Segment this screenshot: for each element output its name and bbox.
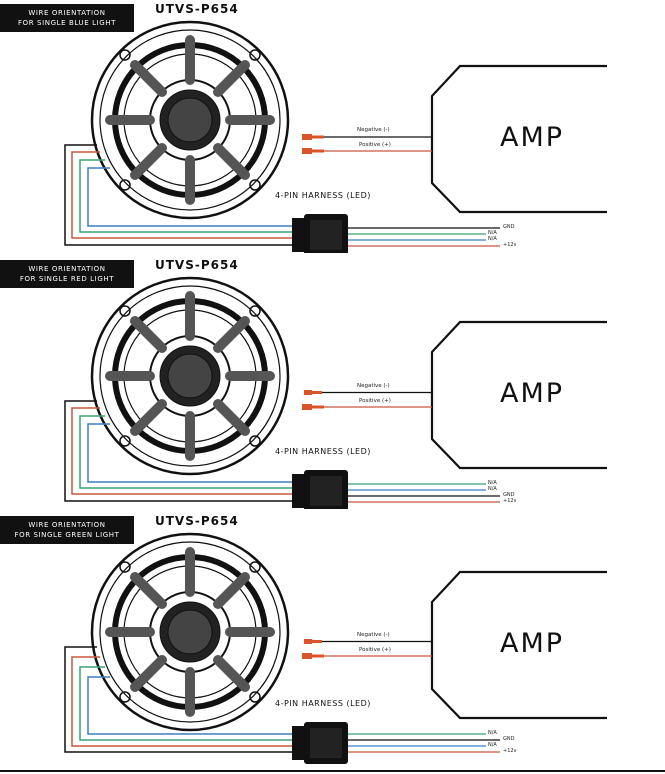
wire-orientation-badge: WIRE ORIENTATION FOR SINGLE BLUE LIGHT <box>0 4 134 32</box>
pin-label-4: +12v <box>503 242 517 248</box>
pin-label-2: N/A <box>488 486 497 492</box>
pin-label-1: N/A <box>488 480 497 486</box>
pin-label-3: N/A <box>488 236 497 242</box>
harness-wires <box>348 733 500 753</box>
speaker-terminals <box>302 639 432 659</box>
pin-label-3: N/A <box>488 742 497 748</box>
diagram-section-red: WIRE ORIENTATION FOR SINGLE RED LIGHT UT… <box>0 256 665 509</box>
wiring-diagram <box>64 532 607 764</box>
amp-label: AMP <box>500 122 565 153</box>
wire-orientation-badge: WIRE ORIENTATION FOR SINGLE GREEN LIGHT <box>0 516 134 544</box>
negative-label: Negative (-) <box>357 383 390 389</box>
harness-plug <box>292 722 348 764</box>
harness-wires <box>348 483 500 503</box>
pin-label-1: GND <box>503 224 515 230</box>
amp-box <box>430 320 607 470</box>
negative-label: Negative (-) <box>357 127 390 133</box>
speaker <box>90 532 290 732</box>
pin-label-2: N/A <box>488 230 497 236</box>
model-title: UTVS-P654 <box>155 2 239 16</box>
pin-label-2: GND <box>503 736 515 742</box>
diagram-section-green: WIRE ORIENTATION FOR SINGLE GREEN LIGHT … <box>0 512 665 765</box>
diagram-section-blue: WIRE ORIENTATION FOR SINGLE BLUE LIGHT U… <box>0 0 665 253</box>
badge-line1: WIRE ORIENTATION <box>28 265 106 273</box>
speaker <box>90 20 290 220</box>
pin-label-3: GND <box>503 492 515 498</box>
harness-label: 4-PIN HARNESS (LED) <box>275 447 371 456</box>
model-title: UTVS-P654 <box>155 258 239 272</box>
speaker-wires <box>64 646 300 753</box>
harness-label: 4-PIN HARNESS (LED) <box>275 191 371 200</box>
amp-box <box>430 570 607 720</box>
pin-label-4: +12v <box>503 748 517 754</box>
badge-line1: WIRE ORIENTATION <box>28 521 106 529</box>
negative-label: Negative (-) <box>357 632 390 638</box>
positive-label: Positive (+) <box>359 647 391 653</box>
badge-line2: FOR SINGLE GREEN LIGHT <box>14 531 120 539</box>
amp-label: AMP <box>500 378 565 409</box>
speaker-wires <box>64 144 300 246</box>
speaker-wires <box>64 400 300 502</box>
badge-line2: FOR SINGLE BLUE LIGHT <box>18 19 116 27</box>
badge-line2: FOR SINGLE RED LIGHT <box>19 275 115 283</box>
pin-label-4: +12v <box>503 498 517 504</box>
harness-wires <box>348 227 500 247</box>
wiring-diagram <box>64 276 607 509</box>
wiring-diagram <box>64 20 607 253</box>
badge-line1: WIRE ORIENTATION <box>28 9 106 17</box>
harness-label: 4-PIN HARNESS (LED) <box>275 699 371 708</box>
speaker <box>90 276 290 476</box>
amp-label: AMP <box>500 628 565 659</box>
harness-plug <box>292 470 348 509</box>
speaker-terminals <box>302 134 432 154</box>
speaker-terminals <box>302 390 432 410</box>
bottom-divider <box>0 770 665 772</box>
amp-box <box>430 64 607 214</box>
positive-label: Positive (+) <box>359 142 391 148</box>
model-title: UTVS-P654 <box>155 514 239 528</box>
harness-plug <box>292 214 348 253</box>
positive-label: Positive (+) <box>359 398 391 404</box>
wire-orientation-badge: WIRE ORIENTATION FOR SINGLE RED LIGHT <box>0 260 134 288</box>
pin-label-1: N/A <box>488 730 497 736</box>
